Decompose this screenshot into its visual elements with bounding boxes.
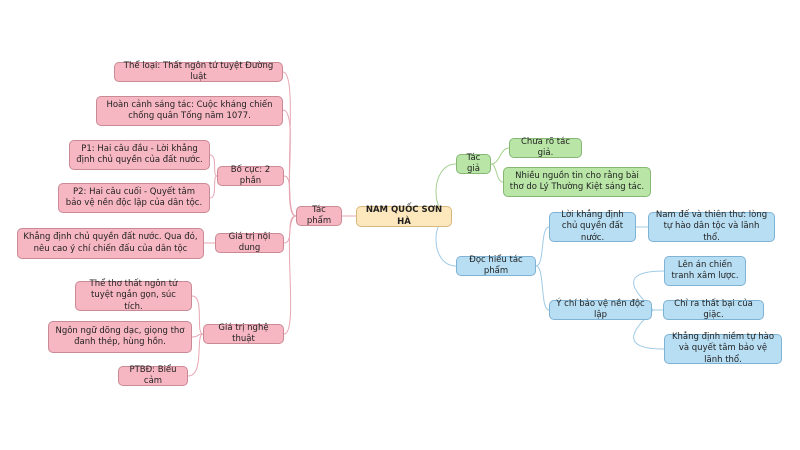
node-khang-dinh-chu-quyen[interactable]: Khẳng định chủ quyền đất nước. Qua đó, n… xyxy=(17,228,204,259)
node-nam-de[interactable]: Nam đế và thiên thư: lòng tự hào dân tộc… xyxy=(648,210,775,243)
node-nhieu-nguon[interactable]: Nhiều nguồn tin cho rằng bài thơ do Lý T… xyxy=(503,167,651,197)
node-loi-khang-dinh[interactable]: Lời khẳng định chủ quyền đất nước. xyxy=(549,210,636,243)
node-y-chi[interactable]: Ý chí bảo vệ nền độc lập xyxy=(549,299,652,320)
node-gia-tri-nghe-thuat[interactable]: Giá trị nghệ thuật xyxy=(203,323,284,344)
node-gia-tri-noi-dung[interactable]: Giá trị nội dung xyxy=(215,232,284,253)
node-p1[interactable]: P1: Hai câu đầu - Lời khẳng định chủ quy… xyxy=(69,140,210,170)
link-tac-gia-nhieu-nguon xyxy=(490,163,504,183)
node-p2[interactable]: P2: Hai câu cuối - Quyết tâm bảo vệ nền … xyxy=(58,183,210,213)
node-doc-hieu[interactable]: Đọc hiểu tác phẩm xyxy=(456,255,536,276)
node-chi-ra[interactable]: Chỉ ra thất bại của giặc. xyxy=(663,299,764,320)
node-ptbd[interactable]: PTBĐ: Biểu cảm xyxy=(118,365,188,386)
link-doc-hieu-y-chi xyxy=(535,265,550,311)
node-the-loai[interactable]: Thể loại: Thất ngôn tứ tuyệt Đường luật xyxy=(114,61,283,82)
node-hoan-canh[interactable]: Hoàn cảnh sáng tác: Cuộc kháng chiến chố… xyxy=(96,96,283,126)
root-node[interactable]: NAM QUỐC SƠN HÀ xyxy=(356,205,452,227)
node-the-tho[interactable]: Thể thơ thất ngôn tứ tuyệt ngắn gọn, súc… xyxy=(75,279,192,312)
node-tac-pham[interactable]: Tác phẩm xyxy=(296,205,342,226)
node-chua-ro[interactable]: Chưa rõ tác giả. xyxy=(509,137,582,158)
link-tac-pham-gtnt xyxy=(283,215,297,335)
node-ngon-ngu[interactable]: Ngôn ngữ dõng dạc, giọng thơ đanh thép, … xyxy=(48,321,192,353)
node-khang-dinh-niem-tu-hao[interactable]: Khẳng định niềm tự hào và quyết tâm bảo … xyxy=(664,332,782,365)
node-len-an[interactable]: Lên án chiến tranh xâm lược. xyxy=(664,256,746,286)
link-tac-pham-hoan-canh xyxy=(282,109,297,217)
link-bo-cuc-p2 xyxy=(209,175,218,199)
link-bo-cuc-p1 xyxy=(209,154,218,177)
link-tac-pham-bo-cuc xyxy=(283,175,297,217)
node-bo-cuc[interactable]: Bố cục: 2 phần xyxy=(217,165,284,186)
link-tac-gia-chua-ro xyxy=(490,147,510,165)
node-tac-gia[interactable]: Tác giả xyxy=(456,153,491,174)
link-gtnt-the-tho xyxy=(191,295,204,335)
link-doc-hieu-loi-kd xyxy=(535,226,550,267)
link-gtnt-ptbd xyxy=(187,333,204,377)
